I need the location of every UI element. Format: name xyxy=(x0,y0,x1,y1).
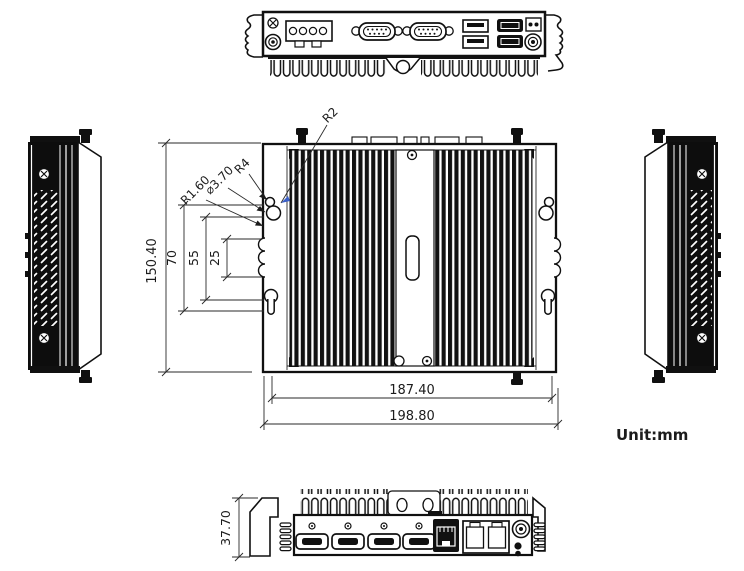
bottom-view: 37.70 xyxy=(218,489,546,562)
keyhole-mount-bottom-right xyxy=(540,288,556,315)
unit-note: Unit:mm xyxy=(616,426,688,444)
dimension-notch-span: 25 xyxy=(207,234,262,282)
antenna-stub-icon xyxy=(296,128,308,135)
dimension-overall-depth: 37.70 xyxy=(218,493,258,562)
top-view-right-bracket xyxy=(545,14,564,72)
left-side-view xyxy=(25,129,102,383)
antenna-stub-icon xyxy=(511,379,523,385)
antenna-stub-icon xyxy=(79,129,92,135)
dim-label-overall-height: 150.40 xyxy=(145,238,160,284)
screw-top-left-icon xyxy=(267,17,279,29)
port-usb-stack xyxy=(462,19,489,49)
heatsink-fins-left xyxy=(289,149,397,367)
antenna-stub-icon xyxy=(81,370,90,378)
screw-icon xyxy=(37,331,51,345)
dim-label-overall-depth: 37.70 xyxy=(218,510,233,546)
port-rj45 xyxy=(433,519,459,552)
vent-grille xyxy=(688,190,712,326)
leader-arrow-icon xyxy=(281,196,290,203)
bottom-view-left-bracket xyxy=(249,497,279,557)
leader-arrow-icon xyxy=(256,206,265,212)
port-hdmi-4 xyxy=(402,522,436,550)
bottom-hole xyxy=(393,355,405,367)
antenna-stub-icon xyxy=(513,134,521,145)
dimension-mid-span: 55 xyxy=(186,212,264,305)
bottom-view-center-plateau xyxy=(387,490,441,516)
screw-icon xyxy=(406,149,418,161)
bottom-view-comb-left xyxy=(300,489,390,516)
bottom-view-right-teeth xyxy=(533,522,546,552)
dimension-keyhole-span: 70 xyxy=(164,200,264,316)
top-view xyxy=(244,10,564,77)
dimension-mount-width: 187.40 xyxy=(267,376,557,404)
dim-label-overall-width: 198.80 xyxy=(389,409,435,424)
leader-arrow-icon xyxy=(259,193,267,200)
antenna-stub-icon xyxy=(654,370,663,378)
screw-icon xyxy=(695,167,709,181)
antenna-stub-icon xyxy=(654,134,663,143)
side-slant-panel xyxy=(77,140,102,372)
antenna-stub-icon xyxy=(81,134,90,143)
dimension-overall-height: 150.40 xyxy=(145,138,261,377)
antenna-stub-icon xyxy=(511,128,523,135)
port-power-terminal-block xyxy=(285,20,333,48)
port-hdmi-1 xyxy=(295,522,329,550)
screw-icon xyxy=(37,167,51,181)
port-hdmi-3 xyxy=(367,522,401,550)
dim-label-mount-width: 187.40 xyxy=(389,383,435,398)
dim-label-notch-span: 25 xyxy=(207,250,222,266)
antenna-stub-icon xyxy=(652,377,665,383)
port-serial-db9-2 xyxy=(402,22,454,41)
dim-label-mid-span: 55 xyxy=(186,250,201,266)
scalloped-edge-right xyxy=(553,237,562,278)
antenna-connector-top-left-icon xyxy=(264,33,282,51)
bottom-view-left-teeth xyxy=(279,522,292,552)
dim-label-keyhole-span: 70 xyxy=(164,250,179,266)
bottom-view-comb-right xyxy=(438,489,528,516)
antenna-connector-bottom-icon xyxy=(511,519,531,539)
center-slot xyxy=(405,235,420,281)
led-indicator-icon xyxy=(515,550,521,557)
screw-icon xyxy=(695,331,709,345)
scalloped-edge-left xyxy=(257,237,266,278)
port-dual-rj45 xyxy=(462,520,510,554)
top-view-heatsink-comb xyxy=(268,55,540,77)
dimension-annotations: 150.40 70 55 25 xyxy=(145,105,563,430)
right-side-view xyxy=(644,129,721,383)
connector-2pin-icon xyxy=(525,17,542,32)
led-indicator-icon xyxy=(514,542,522,550)
antenna-stub-icon xyxy=(79,377,92,383)
heatsink-fins-right xyxy=(433,149,533,367)
label-r2: R2 xyxy=(320,105,341,126)
antenna-stub-icon xyxy=(298,134,306,145)
keyhole-mount-top-right xyxy=(538,196,555,221)
leader-arrow-icon xyxy=(255,220,263,226)
port-serial-db9-1 xyxy=(351,22,403,41)
front-view xyxy=(257,128,562,385)
antenna-connector-top-right-icon xyxy=(524,33,542,51)
keyhole-mount-bottom-left xyxy=(263,288,279,315)
port-hdmi-2 xyxy=(331,522,365,550)
port-displayport-stack xyxy=(497,19,523,48)
top-view-left-bracket xyxy=(244,14,263,58)
keyhole-mount-top-left xyxy=(264,196,282,221)
side-slant-panel xyxy=(644,140,669,372)
antenna-stub-icon xyxy=(652,129,665,135)
dimension-overall-width: 198.80 xyxy=(259,376,563,430)
screw-icon xyxy=(421,355,433,367)
vent-grille xyxy=(34,190,58,326)
antenna-stub-icon xyxy=(513,372,521,380)
